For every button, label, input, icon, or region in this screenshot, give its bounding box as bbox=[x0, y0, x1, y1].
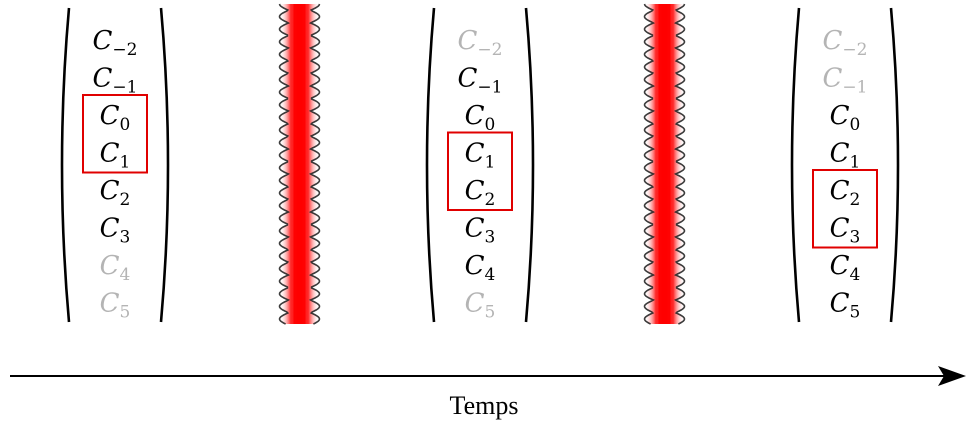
coefficient: C0 bbox=[830, 101, 861, 135]
pulse-1 bbox=[280, 4, 320, 324]
pulse-2 bbox=[645, 4, 685, 324]
coefficient: C5 bbox=[100, 289, 131, 323]
right-paren bbox=[526, 8, 533, 322]
coefficient: C0 bbox=[100, 101, 131, 135]
coefficient: C−2 bbox=[823, 26, 868, 60]
coefficient: C0 bbox=[465, 101, 496, 135]
coefficient: C−1 bbox=[823, 64, 868, 98]
time-axis-label: Temps bbox=[450, 391, 519, 420]
coefficient: C4 bbox=[100, 251, 131, 285]
pulse-core bbox=[659, 4, 671, 324]
coefficient: C2 bbox=[830, 176, 861, 210]
right-paren bbox=[161, 8, 168, 322]
columns: C−2C−1C0C1C2C3C4C5C−2C−1C0C1C2C3C4C5C−2C… bbox=[62, 8, 898, 323]
coefficient: C5 bbox=[465, 289, 496, 323]
coefficient: C4 bbox=[465, 251, 496, 285]
coefficient: C2 bbox=[465, 176, 496, 210]
right-paren bbox=[891, 8, 898, 322]
coefficient: C1 bbox=[100, 139, 131, 173]
coefficient: C−1 bbox=[458, 64, 503, 98]
coefficient: C2 bbox=[100, 176, 131, 210]
coefficient: C3 bbox=[100, 214, 131, 248]
pulse-core bbox=[294, 4, 306, 324]
left-paren bbox=[62, 8, 69, 322]
coefficient: C3 bbox=[465, 214, 496, 248]
coefficient: C3 bbox=[830, 214, 861, 248]
coefficient: C−1 bbox=[93, 64, 138, 98]
left-paren bbox=[427, 8, 434, 322]
coefficient: C1 bbox=[830, 139, 861, 173]
coefficient: C1 bbox=[465, 139, 496, 173]
time-axis: Temps bbox=[10, 366, 966, 420]
coefficient: C−2 bbox=[93, 26, 138, 60]
coefficient: C−2 bbox=[458, 26, 503, 60]
coefficient: C4 bbox=[830, 251, 861, 285]
coefficient: C5 bbox=[830, 289, 861, 323]
left-paren bbox=[792, 8, 799, 322]
